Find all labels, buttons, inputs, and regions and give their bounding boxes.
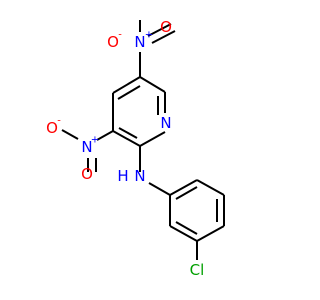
bond-c2-c3-double (118, 127, 138, 139)
bond-c4-c5-double (117, 85, 141, 100)
atom-label-layer: N N H N + O - O N + O - O Cl (46, 18, 204, 279)
bond-nitro-n-o-top-double (147, 23, 172, 37)
atom-label-n-ring: N (160, 114, 171, 132)
atom-label-o-top-right: O (160, 18, 172, 36)
bond-amine-n-phenyl (148, 182, 171, 196)
bond-ph2-ph3-double (175, 221, 198, 235)
atom-label-o-left-top: O (46, 119, 58, 137)
atom-label-n-nitro-top: N (134, 33, 145, 51)
bond-c3-nitro-n (96, 130, 114, 141)
bond-left-nitro-o-top (61, 129, 79, 140)
charge-label-o-left-top: - (57, 116, 61, 127)
atom-label-o-left-bottom: O (81, 165, 93, 183)
atom-label-n-nitro-left: N (81, 138, 92, 156)
atom-label-o-top-left: O (107, 33, 119, 51)
bond-c5-c6 (139, 76, 166, 93)
bond-ph3-ph4 (196, 225, 225, 242)
bond-ph5-ph6 (196, 179, 225, 196)
atom-label-chlorine: Cl (190, 261, 205, 279)
atom-label-h-amine: H (117, 167, 128, 185)
bond-ph2-ph3 (169, 225, 198, 242)
bond-nitro-n-o-top-double-2 (151, 30, 176, 44)
bond-n1-c2 (139, 131, 166, 147)
bond-ph6-ph1-double (175, 186, 198, 200)
charge-label-o-top-left: - (118, 30, 122, 41)
atom-label-n-amine: N (134, 167, 145, 185)
charge-label-n-nitro-left: + (91, 135, 99, 146)
bond-c2-c3 (112, 130, 141, 147)
charge-label-n-nitro-top: + (145, 30, 153, 41)
bond-c4-c5 (112, 76, 141, 94)
bond-ph6-ph1 (169, 179, 198, 196)
molecule-structure: N N H N + O - O N + O - O Cl (46, 18, 225, 279)
bond-layer (61, 20, 225, 260)
